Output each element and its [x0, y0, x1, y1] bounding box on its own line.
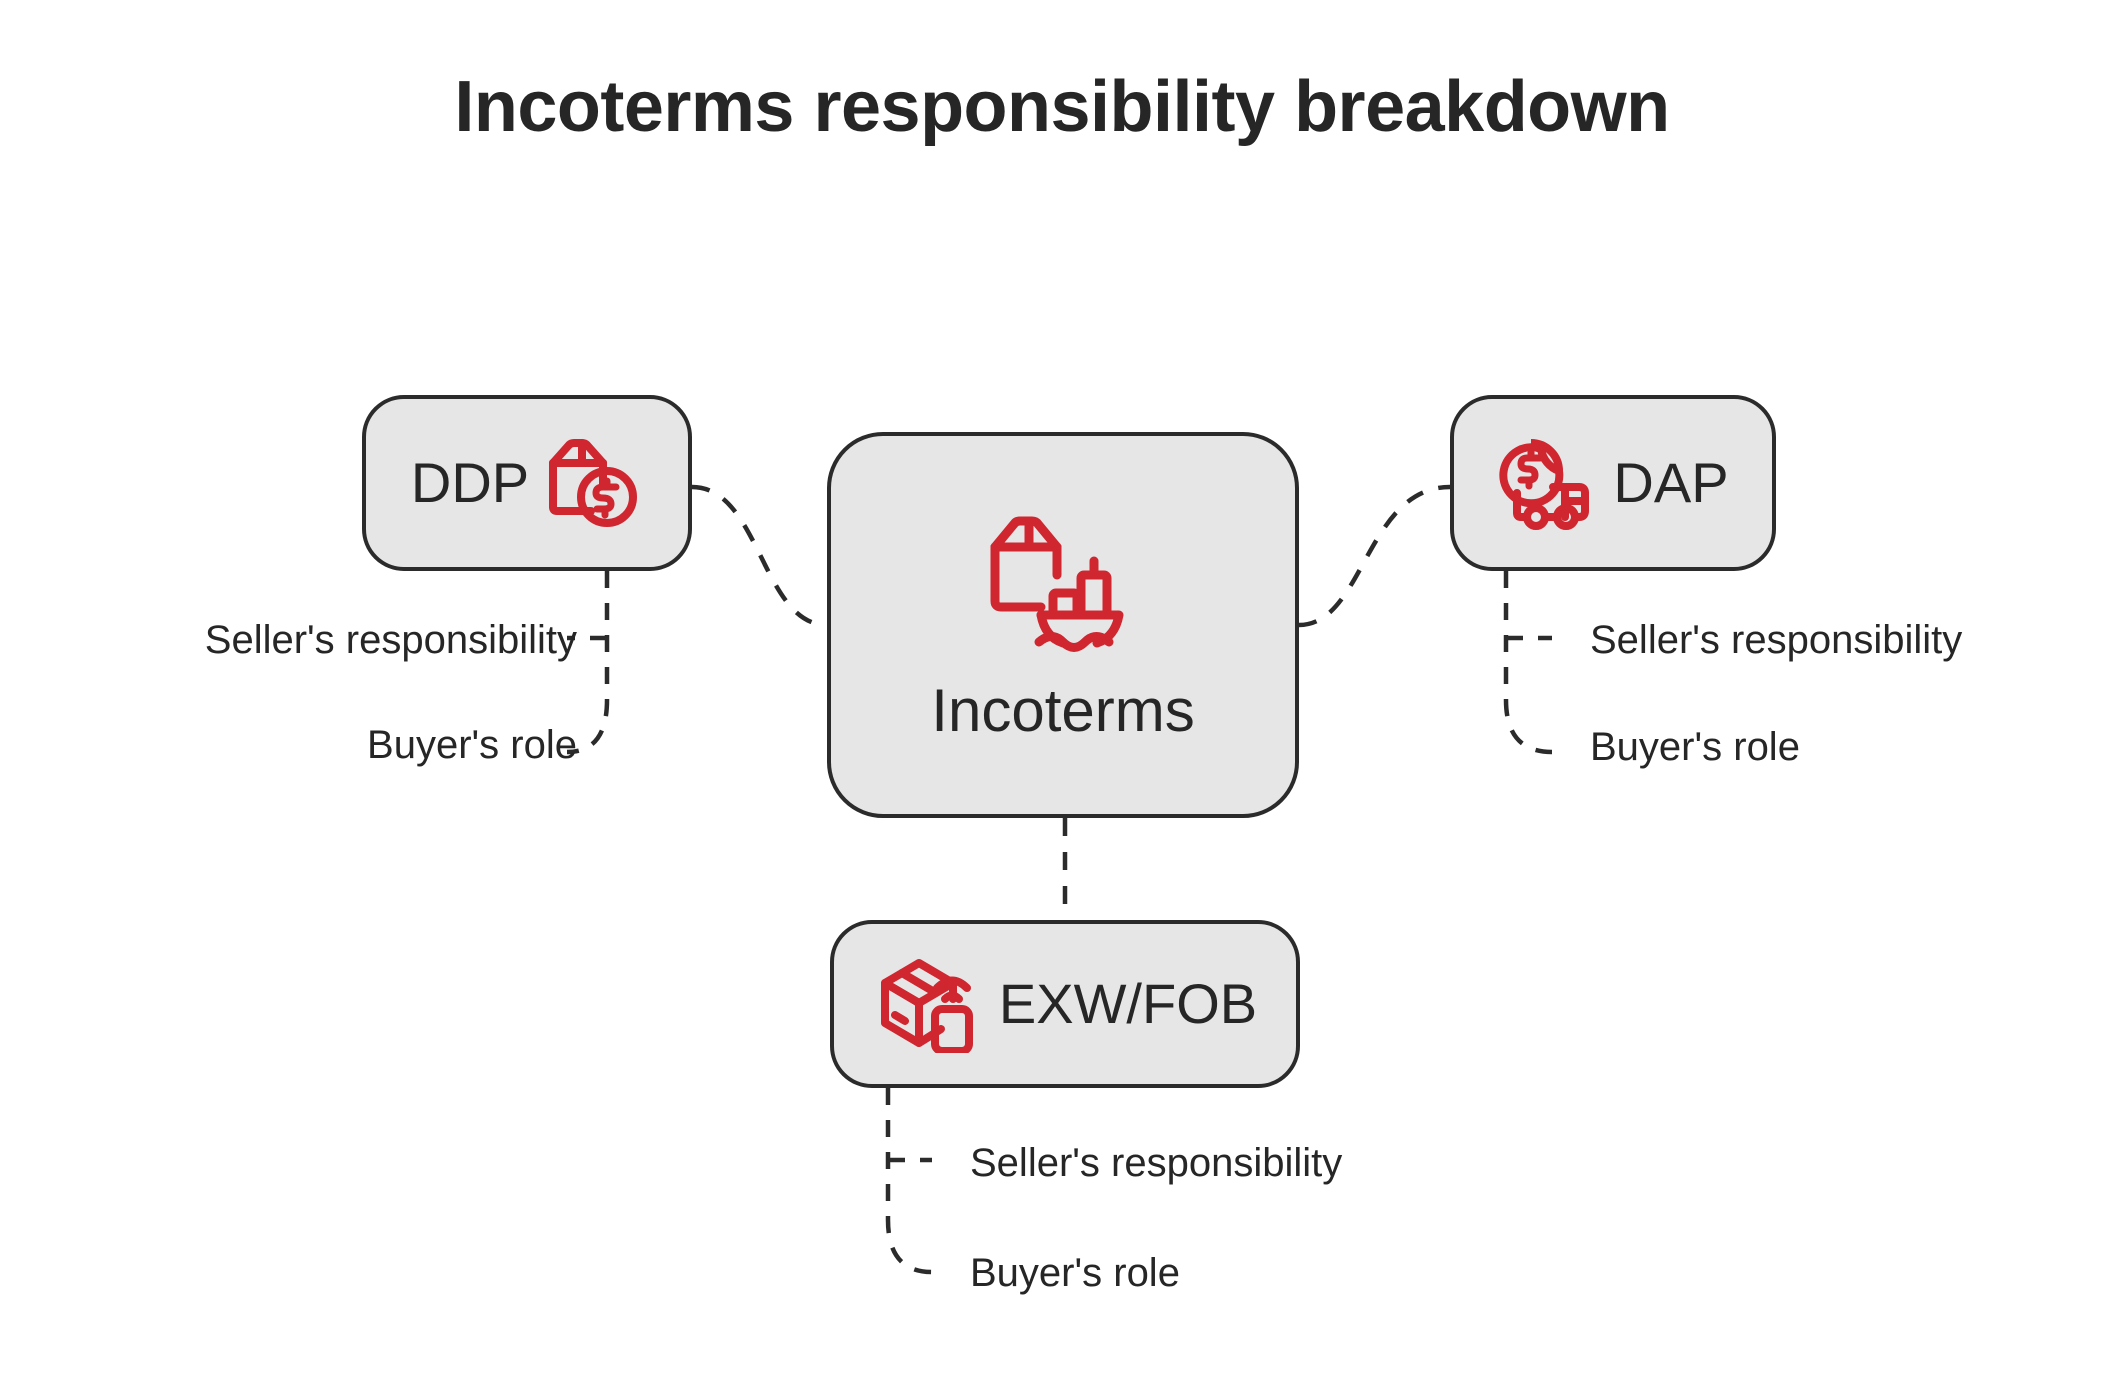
node-incoterms-label: Incoterms	[931, 677, 1195, 744]
connector-exwfob-trunk	[885, 1088, 933, 1275]
exwfob-branch-buyer-label: Buyer's role	[970, 1251, 1180, 1295]
node-dap-label: DAP	[1613, 451, 1729, 514]
package-dollar-icon	[549, 439, 638, 527]
connector-center-to-dap	[1298, 484, 1451, 628]
dap-branch-buyer-label: Buyer's role	[1590, 725, 1800, 769]
node-exwfob[interactable]: EXW/FOB	[830, 920, 1300, 1088]
package-tracking-icon	[880, 959, 973, 1053]
connector-ddp-to-center	[691, 484, 828, 628]
page-title: Incoterms responsibility breakdown	[454, 67, 1670, 147]
node-ddp-label: DDP	[410, 451, 530, 514]
node-ddp[interactable]: DDP	[362, 395, 692, 571]
node-incoterms-center[interactable]: Incoterms	[827, 432, 1299, 818]
node-exwfob-label: EXW/FOB	[998, 972, 1258, 1035]
ddp-branch-seller-label: Seller's responsibility	[204, 618, 577, 662]
dollar-truck-icon	[1499, 439, 1590, 530]
connector-dap-trunk	[1503, 571, 1553, 755]
package-ship-icon	[990, 516, 1124, 652]
exwfob-branch-seller-label: Seller's responsibility	[970, 1141, 1343, 1185]
dap-branch-seller-label: Seller's responsibility	[1590, 618, 1963, 662]
node-dap[interactable]: DAP	[1450, 395, 1776, 571]
ddp-branch-buyer-label: Buyer's role	[367, 723, 577, 767]
